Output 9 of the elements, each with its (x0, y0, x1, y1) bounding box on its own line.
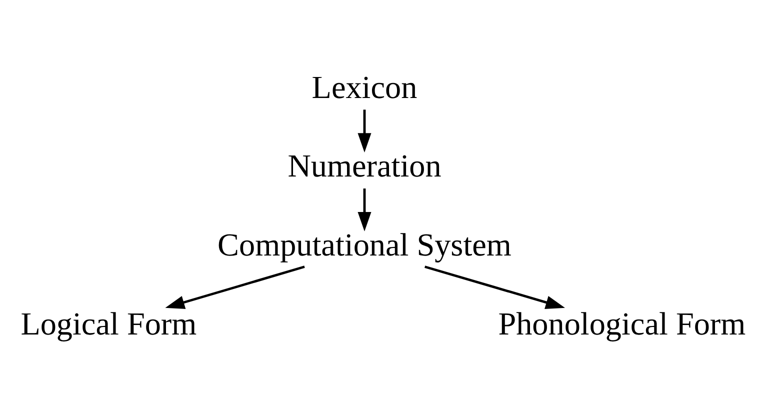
node-text: Logical Form (20, 305, 197, 342)
node-text: Lexicon (312, 68, 418, 105)
node-text: Phonological Form (498, 305, 746, 342)
node-text: Numeration (288, 148, 442, 184)
node-text: Computational System (218, 226, 512, 262)
arrow (424, 266, 566, 309)
arrow (358, 188, 372, 232)
arrow (165, 266, 305, 309)
arrow (358, 110, 372, 152)
